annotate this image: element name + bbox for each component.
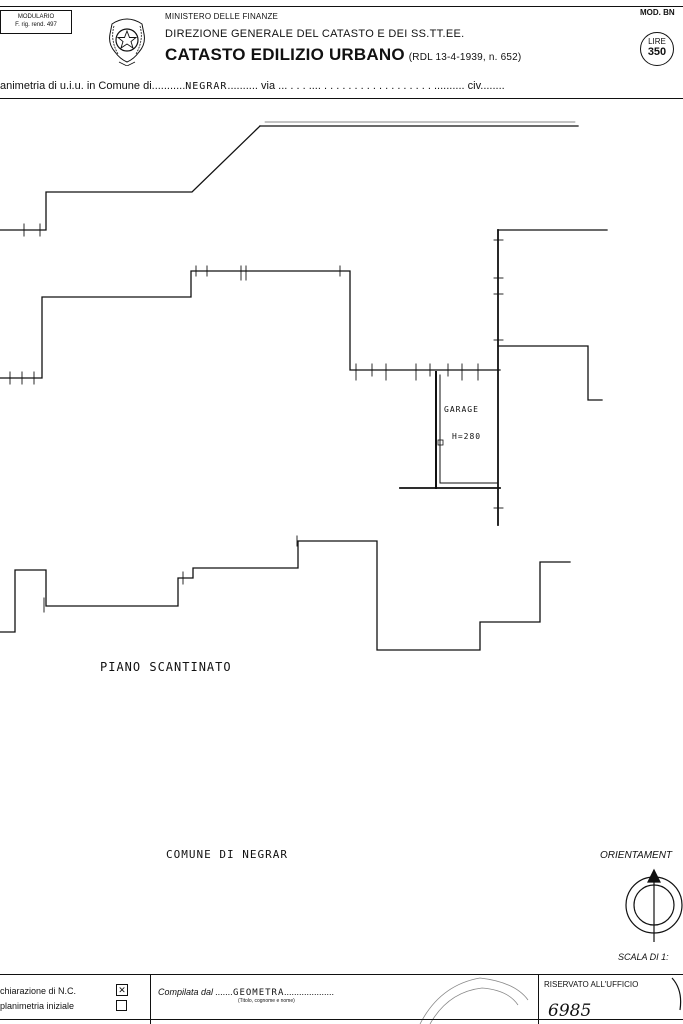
planimetria-prefix: animetria di u.i.u. in Comune di — [0, 80, 152, 92]
tick-marks — [9, 223, 504, 613]
state-emblem-icon — [109, 18, 145, 66]
orientation-label: ORIENTAMENT — [600, 850, 673, 861]
rdl-reference: (RDL 13-4-1939, n. 652) — [408, 52, 522, 63]
comune-note: COMUNE DI NEGRAR — [166, 848, 288, 861]
stamp-edge-icon — [671, 977, 682, 1011]
via-label: via — [261, 80, 276, 92]
floor-label: PIANO SCANTINATO — [100, 660, 232, 674]
compilata-value: GEOMETRA — [233, 988, 285, 998]
modulario-box: MODULARIO F. rig. rend. 497 — [0, 10, 72, 34]
protocol-number: 6985 — [548, 1001, 592, 1021]
garage-door-mark — [437, 439, 444, 446]
planimetria-line: animetria di u.i.u. in Comune di........… — [0, 80, 505, 92]
wall-middle — [0, 270, 501, 379]
compilata-line: Compilata dal .......GEOMETRA...........… — [158, 987, 335, 998]
wall-lower — [0, 540, 571, 651]
footer-rule-bottom — [0, 1019, 683, 1020]
header-rule — [0, 98, 683, 99]
civ-label: civ — [467, 80, 481, 92]
ministry-title: MINISTERO DELLE FINANZE — [165, 12, 279, 21]
stamp-fee-badge: LIRE 350 — [640, 32, 674, 66]
elaborato-checkbox[interactable] — [116, 1000, 127, 1011]
dichiarazione-label: chiarazione di N.C. — [0, 986, 77, 996]
catasto-title: CATASTO EDILIZIO URBANO(RDL 13-4-1939, n… — [165, 45, 521, 65]
wall-right-step — [497, 345, 603, 401]
riservato-label: RISERVATO ALL'UFFICIO — [544, 980, 639, 989]
stamp-fee-value: 350 — [647, 46, 667, 58]
compass-icon — [625, 868, 683, 942]
garage-label: GARAGE — [444, 405, 479, 414]
modulario-ref: F. rig. rend. 497 — [15, 22, 57, 28]
footer-divider-1 — [150, 974, 151, 1024]
catasto-name: CATASTO EDILIZIO URBANO — [165, 45, 405, 64]
stamp-fee-label: LIRE — [648, 37, 666, 46]
footer-rule-top — [0, 974, 683, 975]
modulario-label: MODULARIO — [17, 14, 55, 20]
office-stamp-icon — [419, 977, 529, 1024]
footer-divider-2 — [538, 974, 539, 1024]
comune-handwritten: NEGRAR — [185, 81, 228, 92]
mod-code: MOD. BN — [640, 8, 675, 17]
garage-height-label: H=280 — [452, 432, 482, 441]
elaborato-label: planimetria iniziale — [0, 1001, 75, 1011]
scale-label: SCALA DI 1: — [618, 952, 669, 962]
titolo-hint: (Titolo, cognome e nome) — [238, 998, 295, 1004]
compilata-label: Compilata dal — [158, 987, 214, 997]
dichiarazione-checkbox[interactable]: ✕ — [116, 984, 128, 996]
top-rule — [0, 6, 683, 7]
direzione-title: DIREZIONE GENERALE DEL CATASTO E DEI SS.… — [165, 28, 465, 40]
boundary-step-1 — [0, 125, 261, 231]
